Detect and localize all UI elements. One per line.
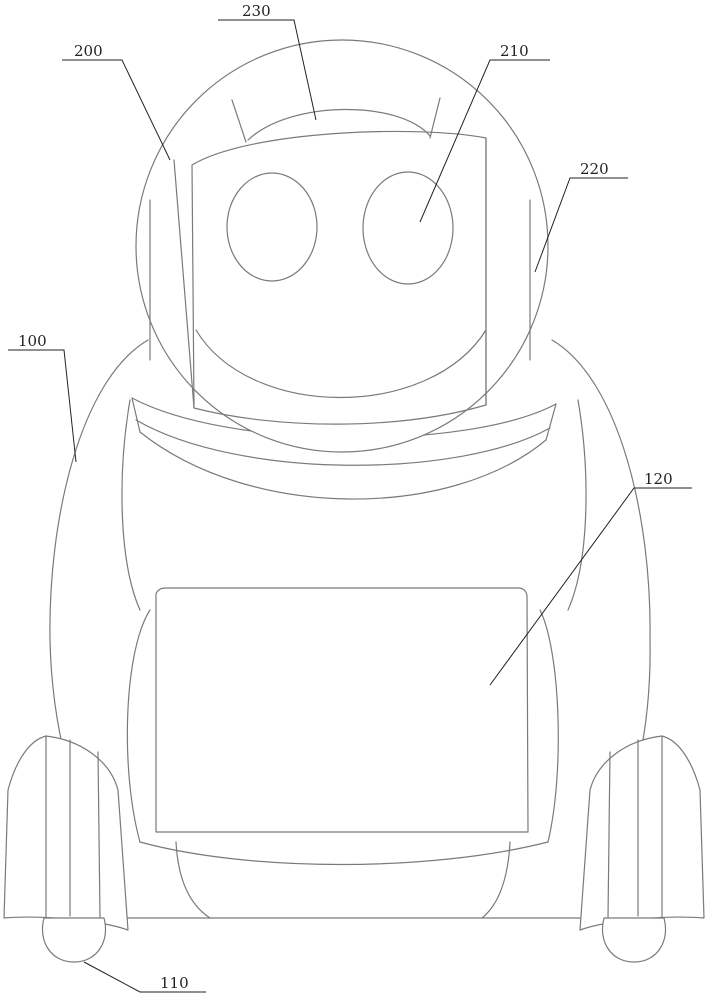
left-wheel (42, 917, 106, 963)
belly-right-side (539, 609, 559, 843)
label-120: 120 (644, 470, 673, 488)
collar-middle-arc (135, 419, 551, 466)
screen-panel (155, 587, 529, 833)
top-panel-arc (247, 108, 431, 141)
collar-right-edge (545, 403, 557, 441)
right-housing-line-3 (607, 751, 611, 919)
body-left-inner-curve (121, 399, 141, 611)
robot-screen (155, 587, 529, 833)
leader-210 (419, 59, 550, 223)
right-eye (362, 171, 454, 285)
leader-120 (489, 487, 692, 686)
belly-lower-curve (175, 841, 211, 919)
label-110: 110 (160, 974, 189, 992)
belly-left-side (126, 609, 151, 843)
reference-labels: 230 200 210 220 100 120 110 (8, 2, 692, 993)
right-wheel-assembly (579, 735, 705, 963)
left-band-inner (173, 159, 195, 409)
left-wheel-housing (3, 735, 129, 931)
leader-230 (218, 19, 317, 121)
label-220: 220 (580, 160, 609, 178)
left-eye (226, 172, 318, 282)
leader-200 (62, 59, 171, 161)
label-230: 230 (242, 2, 271, 20)
body-right-inner-curve (567, 399, 587, 611)
head-outer-circle (135, 39, 549, 453)
collar-lower-arc (139, 431, 547, 500)
collar-left-edge (131, 397, 141, 433)
leader-100 (8, 349, 77, 463)
body-outer-outline (49, 339, 651, 919)
left-housing-line-3 (97, 751, 101, 919)
robot-body (49, 339, 651, 919)
right-wheel (602, 917, 666, 963)
top-panel-left-edge (231, 99, 247, 143)
label-100: 100 (18, 332, 47, 350)
right-wheel-housing (579, 735, 705, 931)
leader-220 (534, 177, 628, 273)
belly-lower-curve-right (481, 841, 511, 919)
robot-head (135, 39, 549, 453)
top-panel-right-edge (429, 97, 441, 139)
belly-bottom-arc (139, 841, 549, 866)
label-200: 200 (74, 42, 103, 60)
leader-110 (83, 961, 206, 993)
chin-arc (195, 329, 487, 399)
label-210: 210 (500, 42, 529, 60)
left-wheel-assembly (3, 735, 129, 963)
